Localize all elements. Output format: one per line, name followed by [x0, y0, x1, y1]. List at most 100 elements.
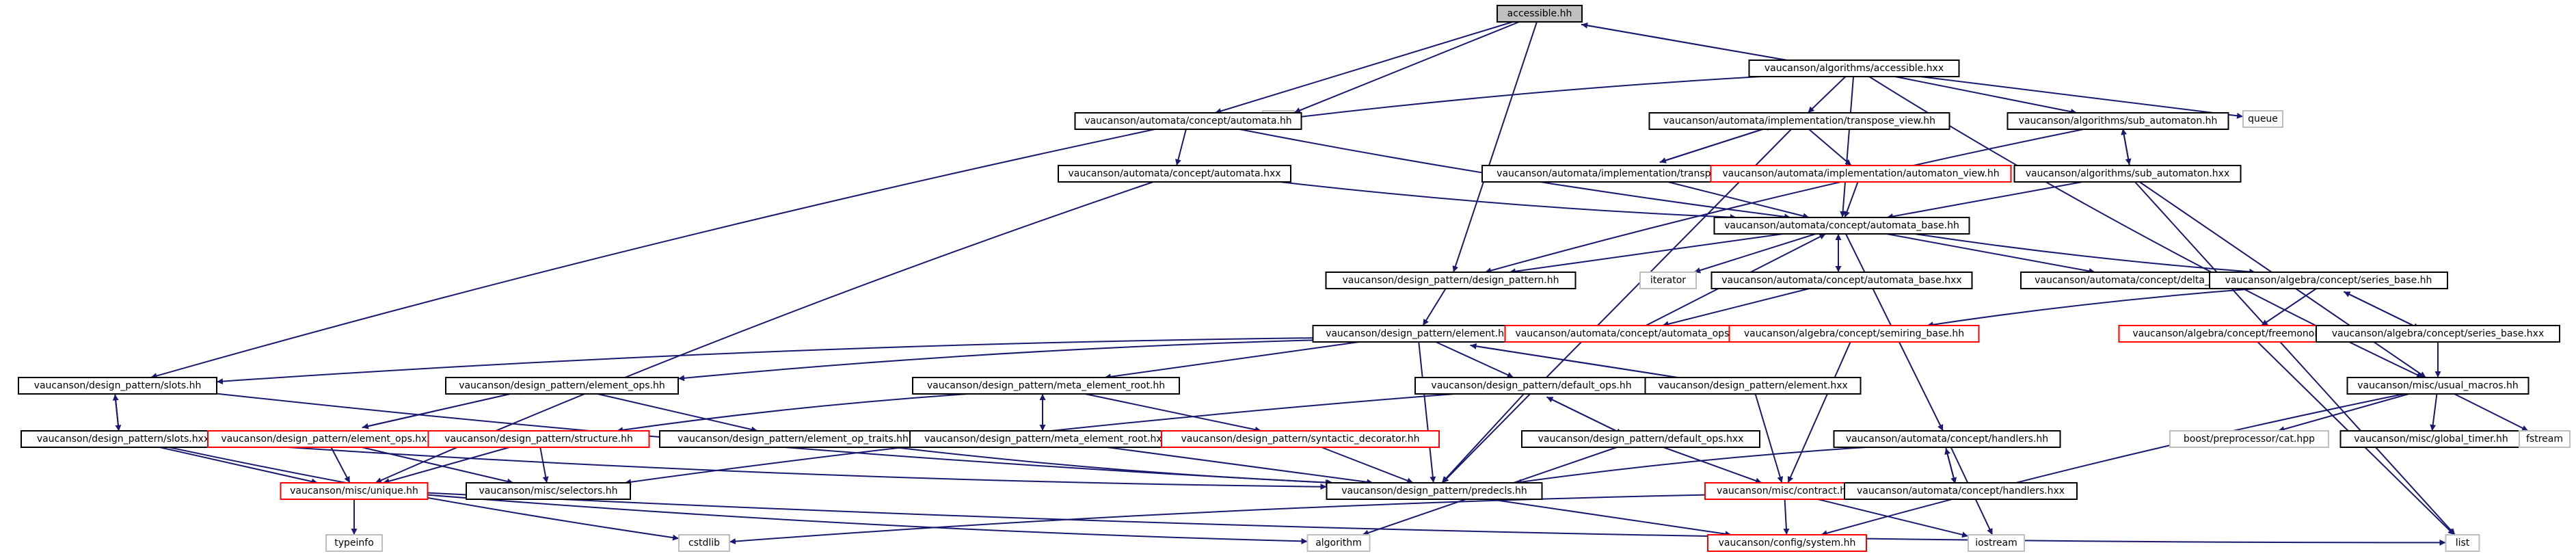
edge-n8-to-n5 [1659, 124, 1773, 163]
edge-n10-to-n49 [2134, 181, 2456, 535]
node-box [659, 430, 927, 448]
node-box [1713, 217, 1970, 235]
edge-n10-to-n6 [2121, 128, 2130, 166]
node-label: vaucanson/automata/implementation/automa… [1722, 168, 1999, 179]
edge-n24-to-n33 [1085, 393, 1261, 433]
node-vaucanson-design-pattern-element-hh[interactable]: vaucanson/design_pattern/element.hh [1312, 325, 1524, 343]
node-label: fstream [2526, 434, 2563, 445]
edge-n42-to-n48 [1817, 499, 1969, 538]
edge-n27-to-n37 [2430, 393, 2438, 432]
node-vaucanson-config-system-hh[interactable]: vaucanson/config/system.hh [1707, 534, 1867, 552]
node-label: vaucanson/automata/implementation/transp… [1663, 116, 1935, 127]
edge-n1-to-n6 [1894, 76, 2078, 115]
node-label: vaucanson/design_pattern/element.hxx [1658, 380, 1848, 391]
node-accessible-hh[interactable]: accessible.hh [1497, 5, 1583, 23]
node-vaucanson-automata-implementation-automaton-view-hh[interactable]: vaucanson/automata/implementation/automa… [1710, 165, 2012, 183]
edge-n11-to-n15 [1886, 233, 2095, 274]
node-vaucanson-design-pattern-syntactic-decorator-hh[interactable]: vaucanson/design_pattern/syntactic_decor… [1161, 430, 1440, 448]
node-vaucanson-design-pattern-design-pattern-hh[interactable]: vaucanson/design_pattern/design_pattern.… [1325, 272, 1577, 289]
edge-n17-to-n23 [677, 339, 1313, 382]
node-vaucanson-automata-concept-automata-base-hh[interactable]: vaucanson/automata/concept/automata_base… [1713, 217, 1970, 235]
node-label: vaucanson/design_pattern/meta_element_ro… [927, 380, 1165, 391]
node-label: vaucanson/misc/contract.hh [1717, 486, 1852, 497]
node-vaucanson-algebra-concept-series-base-hxx[interactable]: vaucanson/algebra/concept/series_base.hx… [2316, 325, 2560, 343]
node-vaucanson-design-pattern-element-ops-hxx[interactable]: vaucanson/design_pattern/element_ops.hxx [207, 430, 446, 448]
node-boost-preprocessor-cat-hpp: boost/preprocessor/cat.hpp [2169, 430, 2329, 448]
edge-n27-to-n38 [2454, 393, 2529, 432]
node-vaucanson-misc-global-timer-hh[interactable]: vaucanson/misc/global_timer.hh [2339, 430, 2523, 448]
node-label: vaucanson/algorithms/accessible.hxx [1765, 63, 1944, 74]
node-vaucanson-design-pattern-meta-element-root-hxx[interactable]: vaucanson/design_pattern/meta_element_ro… [909, 430, 1183, 448]
node-box [2346, 377, 2530, 395]
edge-n28-to-n22 [112, 394, 120, 432]
node-box [2242, 110, 2283, 128]
node-vaucanson-design-pattern-element-ops-hh[interactable]: vaucanson/design_pattern/element_ops.hh [445, 377, 679, 395]
node-label: vaucanson/automata/concept/automata.hh [1084, 116, 1291, 127]
node-vaucanson-misc-usual-macros-hh[interactable]: vaucanson/misc/usual_macros.hh [2346, 377, 2530, 395]
node-vaucanson-design-pattern-slots-hh[interactable]: vaucanson/design_pattern/slots.hh [18, 377, 217, 395]
node-vaucanson-automata-concept-automata-base-hxx[interactable]: vaucanson/automata/concept/automata_base… [1710, 272, 1973, 289]
node-label: vaucanson/design_pattern/element_ops.hxx [221, 434, 432, 445]
edge-n26-to-n17 [1470, 343, 1700, 382]
edge-n29-to-n23 [362, 388, 526, 429]
edge-n28-to-n39 [159, 447, 318, 485]
node-vaucanson-design-pattern-predecls-hh[interactable]: vaucanson/design_pattern/predecls.hh [1326, 482, 1543, 500]
node-box [1707, 534, 1867, 552]
node-label: vaucanson/design_pattern/default_ops.hxx [1538, 434, 1744, 445]
node-vaucanson-design-pattern-element-hxx[interactable]: vaucanson/design_pattern/element.hxx [1644, 377, 1862, 395]
edge-n17-to-n22 [216, 337, 1313, 385]
node-box [18, 377, 217, 395]
node-box [1161, 430, 1440, 448]
node-vaucanson-automata-concept-automata-ops-hh[interactable]: vaucanson/automata/concept/automata_ops.… [1504, 325, 1756, 343]
edge-n33-to-n41 [1321, 447, 1414, 484]
edge-n17-to-n41 [1418, 341, 1436, 484]
node-vaucanson-automata-concept-automata-hh[interactable]: vaucanson/automata/concept/automata.hh [1074, 112, 1302, 130]
edge-n6-to-n12 [1485, 129, 2084, 274]
edge-n30-to-n40 [539, 447, 549, 484]
node-vaucanson-misc-unique-hh[interactable]: vaucanson/misc/unique.hh [280, 482, 429, 500]
node-box [909, 430, 1183, 448]
node-vaucanson-algebra-concept-semiring-base-hh[interactable]: vaucanson/algebra/concept/semiring_base.… [1728, 325, 1980, 343]
node-label: boost/preprocessor/cat.hpp [2184, 434, 2315, 445]
node-algorithm: algorithm [1306, 534, 1371, 552]
node-label: list [2456, 538, 2470, 548]
node-vaucanson-design-pattern-element-op-traits-hh[interactable]: vaucanson/design_pattern/element_op_trai… [659, 430, 927, 448]
node-box [1521, 430, 1760, 448]
node-label: vaucanson/design_pattern/element_op_trai… [677, 434, 909, 445]
node-vaucanson-algorithms-sub-automaton-hxx[interactable]: vaucanson/algorithms/sub_automaton.hxx [2013, 165, 2242, 183]
node-vaucanson-design-pattern-meta-element-root-hh[interactable]: vaucanson/design_pattern/meta_element_ro… [912, 377, 1180, 395]
node-vaucanson-design-pattern-structure-hh[interactable]: vaucanson/design_pattern/structure.hh [427, 430, 650, 448]
edge-n1-to-n11 [1840, 76, 1855, 218]
edge-n16-to-n19 [1927, 288, 2256, 328]
node-box [1710, 165, 2012, 183]
edge-n42-to-n45 [729, 494, 1706, 545]
node-vaucanson-automata-implementation-transpose-view-hh[interactable]: vaucanson/automata/implementation/transp… [1648, 112, 1950, 130]
node-box [2169, 430, 2329, 448]
node-vaucanson-misc-contract-hh[interactable]: vaucanson/misc/contract.hh [1704, 482, 1864, 500]
edge-n1-to-n3 [1920, 76, 2244, 119]
node-box [445, 377, 679, 395]
node-label: queue [2248, 114, 2278, 124]
node-vaucanson-algorithms-sub-automaton-hh[interactable]: vaucanson/algorithms/sub_automaton.hh [2007, 112, 2229, 130]
node-vaucanson-algebra-concept-series-base-hh[interactable]: vaucanson/algebra/concept/series_base.hh [2209, 272, 2448, 289]
node-box [207, 430, 446, 448]
node-vaucanson-design-pattern-default-ops-hh[interactable]: vaucanson/design_pattern/default_ops.hh [1414, 377, 1648, 395]
edge-n21-to-n16 [2343, 291, 2420, 330]
edge-n29-to-n39 [330, 447, 351, 484]
edge-n14-to-n18 [1662, 288, 1810, 328]
node-vaucanson-algorithms-accessible-hxx[interactable]: vaucanson/algorithms/accessible.hxx [1748, 59, 1960, 77]
node-vaucanson-automata-concept-automata-hxx[interactable]: vaucanson/automata/concept/automata.hxx [1058, 165, 1291, 183]
node-label: vaucanson/algebra/concept/semiring_base.… [1744, 328, 1964, 339]
node-vaucanson-automata-concept-handlers-hh[interactable]: vaucanson/automata/concept/handlers.hh [1833, 430, 2061, 448]
node-vaucanson-design-pattern-default-ops-hxx[interactable]: vaucanson/design_pattern/default_ops.hxx [1521, 430, 1760, 448]
node-vaucanson-misc-selectors-hh[interactable]: vaucanson/misc/selectors.hh [466, 482, 631, 500]
node-box [1497, 5, 1583, 23]
edge-n27-to-n47 [1821, 393, 2404, 536]
edge-n4-to-n22 [150, 129, 1155, 379]
node-vaucanson-algebra-concept-freemonoid-base-hh[interactable]: vaucanson/algebra/concept/freemonoid_bas… [2118, 325, 2380, 343]
node-box [2519, 430, 2571, 448]
node-box [466, 482, 631, 500]
node-vaucanson-automata-concept-handlers-hxx[interactable]: vaucanson/automata/concept/handlers.hxx [1844, 482, 2078, 500]
node-vaucanson-design-pattern-slots-hxx[interactable]: vaucanson/design_pattern/slots.hxx [21, 430, 226, 448]
